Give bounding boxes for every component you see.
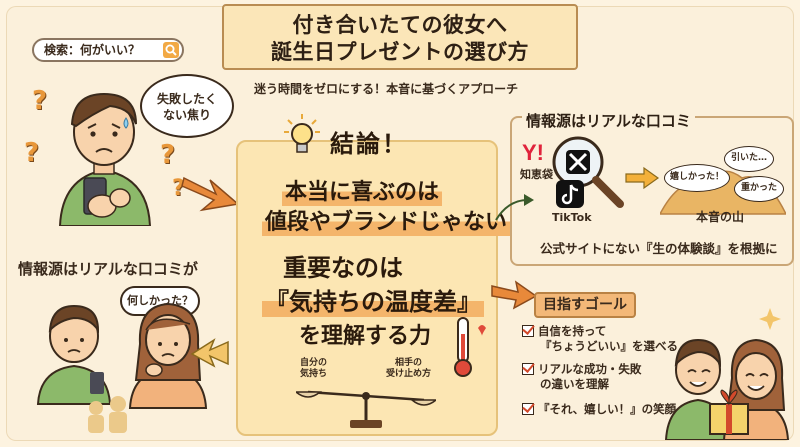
review-bubble-1: 嬉しかった！ bbox=[664, 164, 730, 192]
goal-item-line-1: 『それ、嬉しい！』の笑顔へ bbox=[538, 402, 688, 416]
sources-caption: 公式サイトにない『生の体験談』を根拠に bbox=[540, 241, 778, 256]
scale-left-label: 自分の 気持ち bbox=[300, 358, 327, 380]
arrow-left-icon bbox=[190, 338, 229, 368]
goal-item-line-2: の違いを理解 bbox=[540, 377, 609, 391]
question-mark-icon: ? bbox=[172, 176, 185, 201]
scale-right-label: 相手の 受け止め方 bbox=[386, 358, 431, 380]
scale-left-line-2: 気持ち bbox=[300, 369, 328, 379]
curved-arrow-icon bbox=[495, 194, 534, 221]
checkbox-checked-icon bbox=[522, 363, 534, 375]
thermometer-icon bbox=[454, 317, 486, 377]
goal-label: 目指すゴール bbox=[534, 292, 636, 318]
checkbox-checked-icon bbox=[522, 325, 534, 337]
mountain-label: 本音の山 bbox=[696, 210, 745, 224]
conclusion-label: 結論！ bbox=[330, 130, 408, 158]
search-text: 検索：何がいい？ bbox=[44, 43, 141, 57]
arrow-right-icon bbox=[181, 176, 240, 212]
conclusion-line-1-text: 本当に喜ぶのは bbox=[282, 174, 443, 206]
subtitle: 迷う時間をゼロにする！本音に基づくアプローチ bbox=[254, 82, 519, 96]
title-line-2: 誕生日プレゼントの選び方 bbox=[271, 40, 529, 64]
worry-line-1: 失敗したく bbox=[156, 92, 217, 106]
goal-item-line-1: リアルな成功・失敗 bbox=[538, 362, 642, 376]
conclusion-line-3: 重要なのは bbox=[280, 248, 406, 283]
title-box: 付き合いたての彼女へ 誕生日プレゼントの選び方 bbox=[222, 4, 578, 70]
conclusion-line-5-text: を理解する力 bbox=[299, 324, 432, 349]
review-bubble-3: 重かった bbox=[734, 176, 784, 202]
conclusion-line-4-text: 『気持ちの温度差』 bbox=[262, 282, 484, 317]
question-mark-icon: ? bbox=[24, 138, 40, 168]
conclusion-line-5: を理解する力 bbox=[296, 318, 434, 350]
checkbox-checked-icon bbox=[522, 403, 534, 415]
goal-item: リアルな成功・失敗 の違いを理解 bbox=[522, 362, 641, 392]
scale-right-line-1: 相手の bbox=[395, 358, 423, 368]
couple-conversation-illustration bbox=[36, 302, 208, 433]
goal-item: 自信を持って 『ちょうどいい』を選べる bbox=[522, 324, 678, 354]
review-bubble-2: 引いた… bbox=[724, 146, 774, 172]
conclusion-line-1: 本当に喜ぶのは bbox=[282, 174, 443, 206]
tiktok-label: TikTok bbox=[552, 211, 592, 224]
search-icon bbox=[163, 42, 179, 58]
balance-scale-icon bbox=[296, 390, 436, 428]
chiebukuro-label: 知恵袋 bbox=[520, 168, 553, 181]
yahoo-logo-icon: Y! bbox=[522, 140, 544, 164]
worry-line-2: ない焦り bbox=[162, 108, 211, 122]
conclusion-line-2: 値段やブランドじゃない bbox=[262, 204, 511, 236]
conclusion-line-2-text: 値段やブランドじゃない bbox=[262, 204, 511, 236]
worry-bubble: 失敗したく ない焦り bbox=[140, 74, 234, 138]
goal-item: 『それ、嬉しい！』の笑顔へ bbox=[522, 402, 688, 417]
worried-man-illustration bbox=[58, 92, 152, 226]
left-section-label: 情報源はリアルな口コミが bbox=[18, 260, 198, 278]
question-mark-icon: ? bbox=[32, 86, 48, 116]
conclusion-line-3-text: 重要なのは bbox=[283, 254, 403, 282]
question-mark-icon: ? bbox=[160, 140, 176, 170]
scale-right-line-2: 受け止め方 bbox=[386, 369, 432, 379]
tiktok-logo-icon bbox=[556, 180, 584, 208]
conclusion-line-4: 『気持ちの温度差』 bbox=[262, 282, 484, 317]
magnifier-x-icon bbox=[552, 136, 624, 208]
happy-couple-gift-illustration bbox=[664, 308, 790, 440]
title-line-1: 付き合いたての彼女へ bbox=[292, 13, 508, 37]
search-bar: 検索：何がいい？ bbox=[32, 38, 184, 62]
goal-item-line-2: 『ちょうどいい』を選べる bbox=[540, 339, 678, 353]
goal-item-line-1: 自信を持って bbox=[538, 324, 607, 338]
yahoo-logo-text: Y! bbox=[522, 140, 544, 164]
arrow-right-icon bbox=[625, 166, 660, 190]
sources-title: 情報源はリアルな口コミ bbox=[522, 110, 695, 131]
scale-left-line-1: 自分の bbox=[300, 358, 328, 368]
lightbulb-icon bbox=[284, 114, 320, 153]
arrow-right-icon bbox=[491, 280, 538, 310]
